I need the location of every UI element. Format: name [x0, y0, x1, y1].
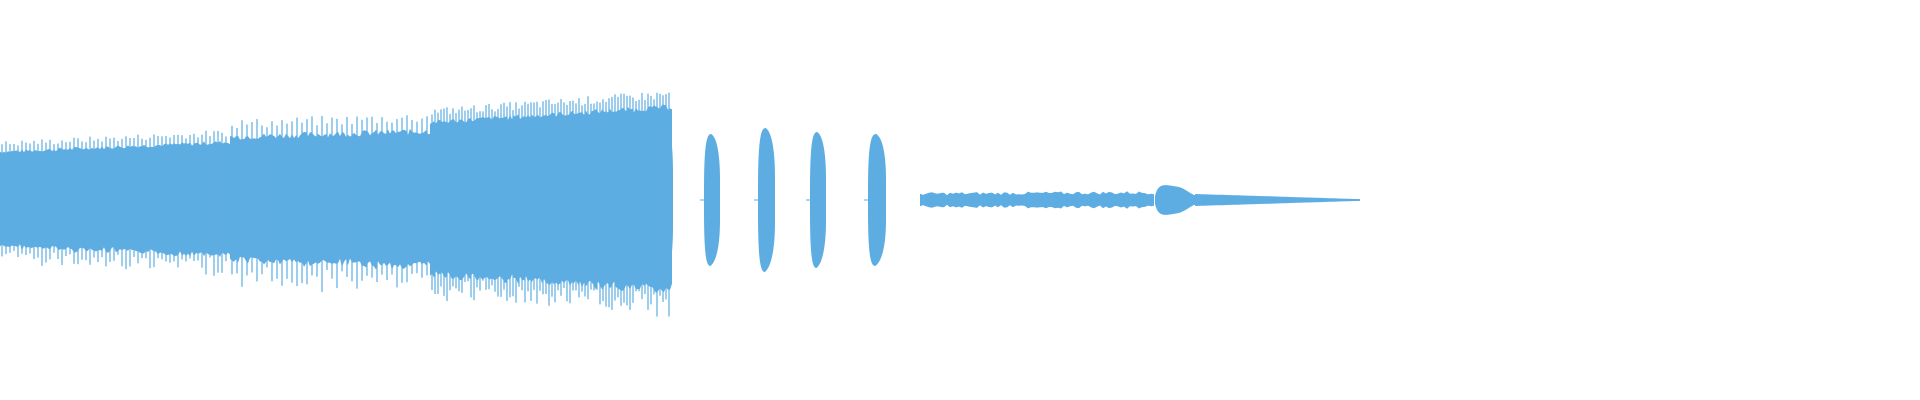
seg-11-tail: [1195, 194, 1360, 206]
seg-8-pulse: [868, 134, 886, 266]
seg-4-pulse: [655, 114, 673, 286]
seg-6-pulse: [758, 128, 775, 272]
seg-9-tail: [920, 191, 1154, 209]
seg-2-envelope: [230, 128, 430, 270]
seg-10-bump: [1155, 185, 1197, 215]
seg-7-pulse: [810, 132, 826, 268]
seg-5-pulse: [704, 134, 720, 266]
waveform-group: [0, 92, 1360, 317]
